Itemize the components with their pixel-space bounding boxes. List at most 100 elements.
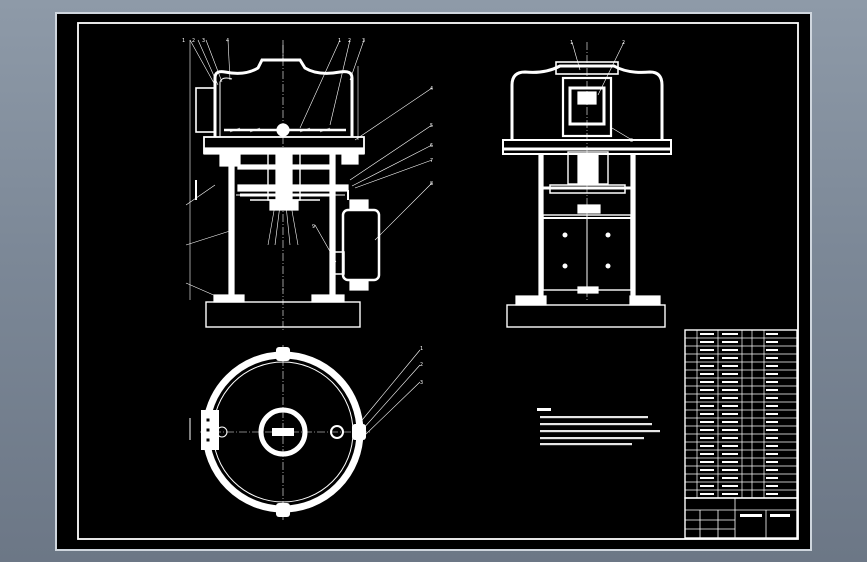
drawing-sheet — [55, 12, 812, 551]
side-base-plate — [506, 304, 666, 328]
parts-list-cell-mark — [700, 453, 714, 455]
parts-list-cell-mark — [700, 477, 714, 479]
parts-list-cell-mark — [700, 493, 714, 495]
parts-list-cell-mark — [722, 453, 738, 455]
parts-list-cell-mark — [766, 453, 778, 455]
tech-notes-block — [537, 408, 660, 446]
parts-list-cell-mark — [766, 349, 778, 351]
parts-list-cell-mark — [700, 333, 714, 335]
front-leg-left — [228, 149, 235, 296]
balloon-top-2: 2 — [420, 362, 423, 368]
parts-list-cell-mark — [766, 333, 778, 335]
parts-list-cell-mark — [722, 405, 738, 407]
parts-list-cell-mark — [700, 429, 714, 431]
parts-list-cell-mark — [766, 421, 778, 423]
balloon-front-right-5: 5 — [430, 123, 433, 129]
parts-list-cell-mark — [766, 429, 778, 431]
parts-list-cell-mark — [766, 405, 778, 407]
balloon-front-right-4: 4 — [430, 86, 433, 92]
front-left-housing — [195, 87, 216, 133]
parts-list-cell-mark — [766, 485, 778, 487]
balloon-front-right-9: 9 — [312, 224, 315, 230]
balloon-front-right-7: 7 — [430, 158, 433, 164]
parts-list-cell-mark — [700, 413, 714, 415]
parts-list-cell-mark — [766, 397, 778, 399]
balloon-front-right-1: 1 — [338, 38, 341, 44]
parts-list-cell-mark — [722, 445, 738, 447]
parts-list-cell-mark — [766, 373, 778, 375]
parts-list-cell-mark — [722, 389, 738, 391]
side-view-assembly — [502, 41, 672, 328]
parts-list-cell-mark — [722, 381, 738, 383]
parts-list-cell-mark — [766, 381, 778, 383]
parts-list-cell-mark — [700, 341, 714, 343]
parts-list-cell-mark — [700, 421, 714, 423]
parts-list-cell-mark — [722, 333, 738, 335]
balloon-front-left-2: 2 — [192, 38, 195, 44]
balloon-front-left-1: 1 — [182, 38, 185, 44]
balloon-side-3: 3 — [630, 138, 633, 144]
parts-list-cell-mark — [700, 373, 714, 375]
parts-list-cell-mark — [700, 381, 714, 383]
parts-list-cell-mark — [722, 493, 738, 495]
parts-list-cell-mark — [766, 469, 778, 471]
balloon-front-right-6: 6 — [430, 143, 433, 149]
front-transmission-plate — [237, 184, 349, 192]
top-lug-top — [276, 347, 290, 361]
parts-list-cell-mark — [766, 357, 778, 359]
drawing-border-frame — [77, 22, 799, 540]
parts-list-cell-mark — [700, 389, 714, 391]
parts-list-cell-mark — [700, 405, 714, 407]
parts-list-cell-mark — [700, 437, 714, 439]
parts-list-cell-mark — [766, 437, 778, 439]
top-leader-lines — [357, 349, 421, 437]
front-leader-lines — [185, 39, 433, 301]
parts-list-cell-mark — [722, 397, 738, 399]
parts-list-cell-mark — [700, 357, 714, 359]
balloon-side-1: 1 — [570, 40, 573, 46]
parts-list-cell-mark — [700, 397, 714, 399]
parts-list-cell-mark — [722, 373, 738, 375]
parts-list-cell-mark — [722, 469, 738, 471]
front-foot-left — [213, 294, 245, 303]
parts-list-cell-mark — [766, 493, 778, 495]
balloon-front-right-2: 2 — [348, 38, 351, 44]
balloon-front-right-3: 3 — [362, 38, 365, 44]
front-foot-right — [311, 294, 345, 303]
parts-list-cell-mark — [722, 349, 738, 351]
parts-list-cell-mark — [722, 477, 738, 479]
parts-list-cell-mark — [722, 413, 738, 415]
parts-list-cell-mark — [700, 461, 714, 463]
parts-list-cell-mark — [700, 365, 714, 367]
parts-list-cell-mark — [766, 461, 778, 463]
parts-list-cell-mark — [700, 485, 714, 487]
parts-list-cell-mark — [722, 357, 738, 359]
parts-list-cell-mark — [766, 445, 778, 447]
balloon-front-left-4: 4 — [226, 38, 229, 44]
balloon-top-1: 1 — [420, 346, 423, 352]
parts-list-cell-mark — [722, 429, 738, 431]
parts-list-cell-mark — [766, 365, 778, 367]
parts-list-cell-mark — [766, 477, 778, 479]
parts-list-entries — [700, 333, 778, 495]
balloon-front-right-8: 8 — [430, 181, 433, 187]
parts-list-cell-mark — [700, 469, 714, 471]
parts-list-cell-mark — [722, 437, 738, 439]
parts-list-cell-mark — [722, 365, 738, 367]
parts-list-cell-mark — [766, 389, 778, 391]
parts-list-cell-mark — [722, 461, 738, 463]
parts-list-cell-mark — [700, 349, 714, 351]
parts-list-cell-mark — [722, 341, 738, 343]
parts-list-cell-mark — [766, 341, 778, 343]
top-lug-bottom — [276, 503, 290, 517]
balloon-front-left-3: 3 — [202, 38, 205, 44]
front-bowl — [213, 58, 354, 137]
parts-list-cell-mark — [766, 413, 778, 415]
part-balloons: 1 2 3 4 1 2 3 4 5 6 7 8 9 1 2 3 1 2 3 — [182, 38, 633, 386]
balloon-side-2: 2 — [622, 40, 625, 46]
title-block — [684, 497, 798, 539]
balloon-top-3: 3 — [420, 380, 423, 386]
parts-list-cell-mark — [722, 485, 738, 487]
parts-list-cell-mark — [700, 445, 714, 447]
